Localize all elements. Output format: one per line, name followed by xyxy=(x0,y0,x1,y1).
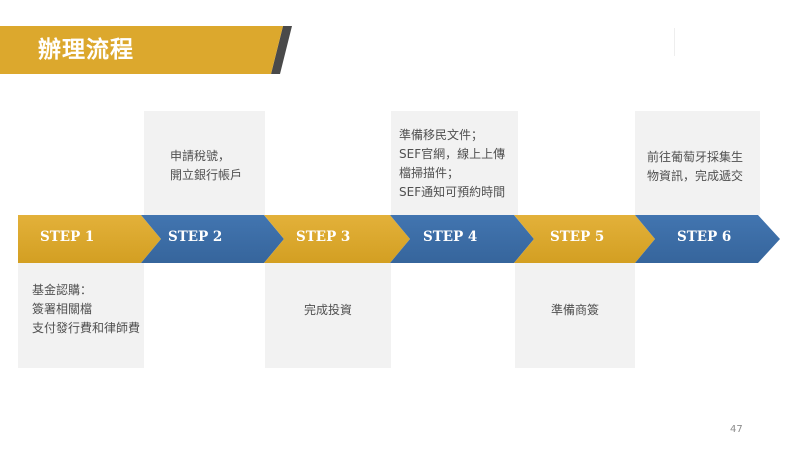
page-title: 辦理流程 xyxy=(38,37,134,63)
step5-arrow xyxy=(514,215,655,263)
step1-line-1: 基金認購： xyxy=(32,283,93,297)
step4-description-box: 準備移民文件； SEF官網，線上上傳 檔掃描件； SEF通知可預約時間 xyxy=(391,111,518,215)
step3-arrow xyxy=(264,215,410,263)
step3-description-box: 完成投資 xyxy=(265,263,391,368)
step1-line-3: 支付發行費和律師費 xyxy=(32,321,141,335)
step3-label: STEP 3 xyxy=(296,229,351,245)
step1-description-box: 基金認購： 簽署相關檔 支付發行費和律師費 xyxy=(18,263,144,368)
step6-description-box: 前往葡萄牙採集生 物資訊，完成遞交 xyxy=(635,111,760,215)
step1-arrow xyxy=(18,215,161,263)
step1-label: STEP 1 xyxy=(40,229,95,245)
step2-description-box: 申請稅號， 開立銀行帳戶 xyxy=(144,111,265,215)
step2-line-1: 申請稅號， xyxy=(170,149,231,163)
step6-label: STEP 6 xyxy=(677,229,732,245)
step6-line-2: 物資訊，完成遞交 xyxy=(647,169,744,183)
step5-description-box: 準備商簽 xyxy=(515,263,635,368)
step2-label: STEP 2 xyxy=(168,229,223,245)
step1-line-2: 簽署相關檔 xyxy=(32,302,93,316)
step4-line-4: SEF通知可預約時間 xyxy=(399,185,506,199)
step5-label: STEP 5 xyxy=(550,229,605,245)
step4-line-1: 準備移民文件； xyxy=(399,128,484,142)
step4-line-2: SEF官網，線上上傳 xyxy=(399,147,506,161)
decorative-divider xyxy=(674,28,675,56)
title-banner-shape xyxy=(0,26,292,74)
step5-line-1: 準備商簽 xyxy=(550,303,599,317)
step4-arrow xyxy=(390,215,534,263)
title-banner: 辦理流程 xyxy=(0,26,292,74)
step6-arrow xyxy=(635,215,780,263)
step2-arrow xyxy=(141,215,284,263)
step4-label: STEP 4 xyxy=(423,229,478,245)
step4-line-3: 檔掃描件； xyxy=(399,166,460,180)
step2-line-2: 開立銀行帳戶 xyxy=(170,168,243,182)
step6-line-1: 前往葡萄牙採集生 xyxy=(647,150,744,164)
step3-line-1: 完成投資 xyxy=(303,303,352,317)
page-number: 47 xyxy=(730,424,743,435)
